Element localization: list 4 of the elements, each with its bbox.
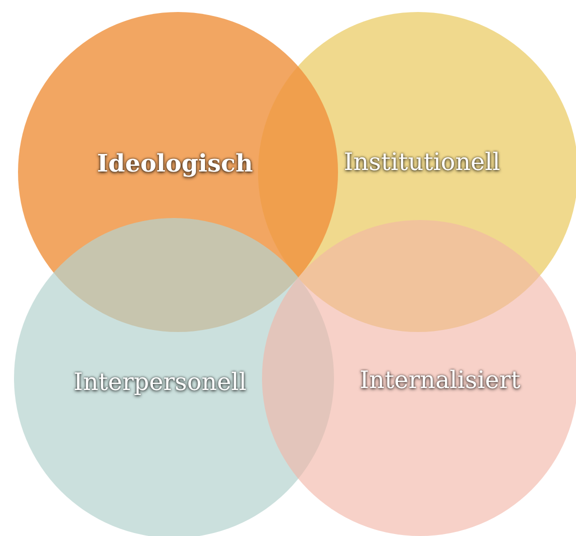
- circle-label: Internalisiert: [360, 366, 520, 394]
- circle-label: Interpersonell: [73, 368, 247, 396]
- circle-label: Institutionell: [344, 148, 500, 176]
- circle-label: Ideologisch: [97, 148, 253, 178]
